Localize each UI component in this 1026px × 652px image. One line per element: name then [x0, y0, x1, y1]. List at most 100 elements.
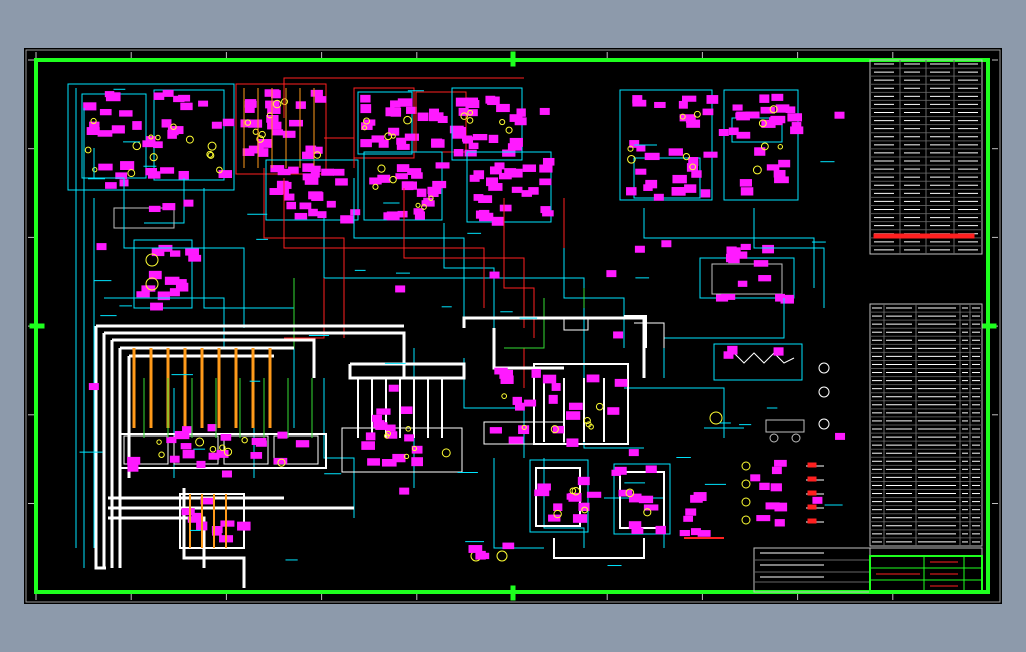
valve-symbol: [466, 117, 474, 124]
tag-label: [396, 143, 410, 150]
wheel: [791, 433, 801, 443]
tag-label: [732, 104, 743, 111]
tag-label: [277, 431, 288, 439]
tag-label: [770, 483, 782, 492]
tag-label: [721, 293, 736, 300]
tag-label: [119, 110, 133, 117]
tag-label: [166, 436, 177, 444]
tag-label: [360, 104, 372, 114]
header-pipe: [553, 538, 645, 559]
tag-label: [511, 186, 523, 193]
tag-label: [105, 182, 117, 189]
pipe-line: [284, 278, 325, 339]
equipment-frame: [265, 159, 359, 221]
tag-label: [371, 135, 385, 143]
pump-symbol: [145, 277, 159, 291]
tag-label: [773, 347, 784, 356]
valve-symbol: [258, 130, 266, 139]
tag-label: [774, 502, 788, 512]
tag-label: [361, 441, 375, 450]
valve-symbol: [411, 445, 418, 452]
heat-exchanger-coil: [723, 352, 795, 364]
tag-label: [400, 406, 413, 414]
tag-label: [286, 201, 297, 210]
valve-symbol: [207, 141, 217, 151]
process-vessel: [179, 493, 245, 549]
valve-symbol: [362, 125, 368, 131]
tag-label: [626, 187, 637, 196]
tag-label: [96, 243, 107, 251]
tag-label: [834, 111, 845, 119]
valve-symbol: [155, 134, 161, 141]
tag-label: [577, 476, 590, 486]
tag-label: [718, 128, 729, 136]
equipment-frame: [723, 89, 799, 201]
valve-symbol: [372, 183, 379, 190]
valve-symbol: [428, 195, 434, 201]
valve-symbol: [207, 152, 215, 159]
tag-label: [539, 164, 553, 173]
tag-label: [381, 459, 397, 467]
pipe-line: [563, 228, 625, 348]
pipe-line: [643, 208, 815, 288]
equipment-frame: [619, 89, 713, 201]
tag-label: [479, 212, 494, 222]
pipe-line: [403, 188, 525, 328]
tag-label: [284, 193, 295, 201]
tag-label: [216, 450, 229, 458]
pipe-line: [543, 458, 585, 548]
cad-drawing-sheet[interactable]: [24, 48, 1002, 604]
tag-label: [302, 173, 313, 181]
tag-label: [468, 545, 483, 553]
tag-label: [399, 487, 410, 495]
tag-label: [628, 449, 639, 457]
tag-label: [160, 167, 175, 174]
header-pipe: [462, 316, 646, 378]
tag-label: [548, 394, 558, 404]
tag-label: [723, 351, 734, 359]
tag-label: [288, 166, 299, 174]
tag-label: [542, 157, 555, 166]
tag-label: [551, 383, 561, 391]
tag-label: [421, 200, 435, 207]
tag-label: [766, 164, 780, 171]
tag-label: [188, 254, 202, 262]
tag-label: [83, 102, 97, 111]
valve-symbol: [170, 123, 177, 130]
tag-label: [774, 519, 785, 527]
tag-label: [740, 187, 754, 196]
pipe-line: [203, 188, 295, 428]
tag-label: [773, 169, 786, 178]
pipe-line: [93, 148, 125, 198]
pipe-line: [263, 168, 345, 338]
valve-symbol: [625, 488, 635, 498]
legend-row-highlight: [873, 233, 975, 239]
pump-symbol: [496, 550, 508, 562]
tag-label: [182, 426, 192, 434]
tag-label: [97, 130, 113, 137]
tag-label: [88, 383, 99, 391]
tag-label: [127, 462, 139, 472]
tag-label: [220, 520, 235, 527]
tag-label: [521, 190, 532, 197]
tag-label: [317, 211, 327, 219]
tag-label: [185, 248, 199, 256]
title-block-frame: [869, 555, 983, 593]
tag-label: [207, 424, 217, 432]
pipe-line: [493, 458, 544, 549]
valve-symbol: [403, 115, 412, 125]
equipment-frame: [613, 463, 671, 535]
instrument: [818, 386, 830, 398]
tag-label: [684, 184, 697, 193]
tag-label: [774, 176, 789, 184]
tag-label: [411, 172, 423, 179]
tag-label: [778, 159, 791, 168]
valve-symbol: [377, 164, 386, 173]
tank-compartment: [123, 435, 169, 465]
tag-label: [148, 205, 161, 213]
main-header-pipe: [108, 516, 206, 568]
pipe-line: [323, 378, 355, 518]
tag-label: [308, 191, 323, 200]
tag-label: [465, 100, 480, 109]
tag-label: [432, 180, 447, 189]
